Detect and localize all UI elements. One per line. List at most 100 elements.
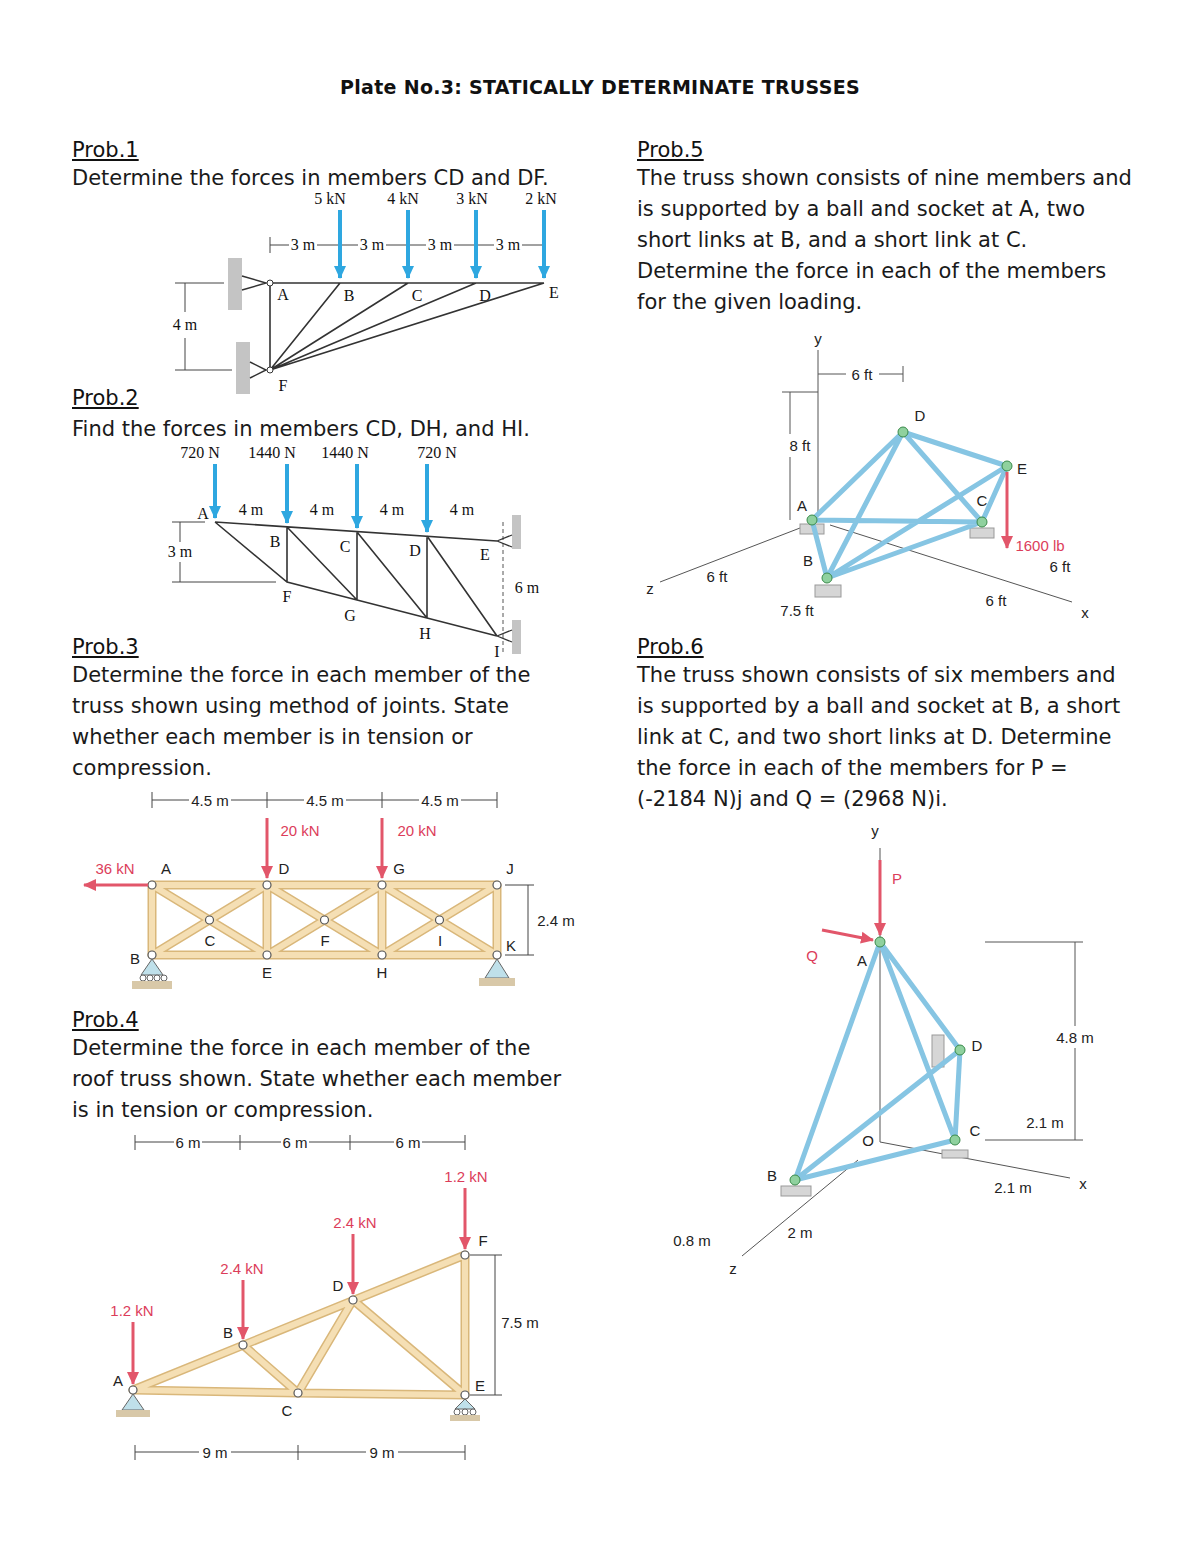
dimension-label: 6 ft	[1050, 558, 1071, 575]
joint-label: D	[479, 287, 491, 305]
load-label: 4 kN	[387, 190, 419, 208]
joint	[950, 1135, 960, 1145]
joint-label: C	[282, 1402, 293, 1419]
space-truss-5	[660, 350, 1072, 602]
wall-support	[512, 620, 521, 654]
load-arrow	[464, 1188, 467, 1249]
joint	[898, 427, 908, 437]
joint	[294, 1389, 302, 1397]
axis-label: z	[646, 580, 654, 597]
joint-label: A	[113, 1372, 123, 1389]
joint-label: D	[409, 542, 421, 560]
load-label: Q	[806, 947, 818, 964]
rollers	[140, 975, 167, 981]
load-label: 1600 lb	[1015, 537, 1064, 554]
load-label: 1.2 kN	[110, 1302, 153, 1319]
joint-label: F	[320, 932, 329, 949]
joint-label: C	[970, 1122, 981, 1139]
dimension-label: 0.8 m	[673, 1232, 711, 1249]
joint-label: E	[475, 1377, 485, 1394]
dimension-label: 3 m	[496, 236, 520, 254]
wall-support	[236, 342, 250, 394]
joint	[321, 916, 329, 924]
joint	[822, 573, 832, 583]
joint-label: D	[333, 1277, 344, 1294]
ball-socket-support	[781, 1186, 811, 1196]
axis-label: y	[814, 330, 822, 347]
joint	[977, 517, 987, 527]
truss-3	[84, 792, 534, 989]
problem-heading: Prob.1	[72, 138, 139, 162]
joint-label: E	[262, 964, 272, 981]
dimension-label: 9 m	[202, 1444, 227, 1461]
roller-support	[455, 1399, 475, 1409]
dimension-label: 6 ft	[707, 568, 728, 585]
dimension-label: 4 m	[239, 501, 263, 519]
truss-2	[172, 464, 521, 654]
load-arrow	[542, 210, 546, 278]
load-arrow	[132, 1322, 135, 1384]
problem-statement: Determine the force in each member of th…	[72, 1033, 567, 1126]
joint-label: A	[857, 952, 867, 969]
problem-statement: Determine the forces in members CD and D…	[72, 163, 567, 194]
load-label: 20 kN	[397, 822, 436, 839]
axes	[742, 848, 1070, 1256]
load-label: 2.4 kN	[333, 1214, 376, 1231]
truss-members	[152, 885, 497, 955]
joint	[129, 1386, 137, 1394]
problem-statement: Find the forces in members CD, DH, and H…	[72, 414, 567, 445]
joints	[129, 1251, 469, 1399]
joint	[461, 1391, 469, 1399]
dimension-label: 4 m	[310, 501, 334, 519]
dimension-label: 6 m	[175, 1134, 200, 1151]
beam-outline	[152, 885, 497, 955]
dimension-lines	[175, 237, 544, 370]
load-arrow	[474, 210, 478, 278]
load-arrow	[338, 210, 342, 278]
dimension-label: 4 m	[173, 316, 197, 334]
truss-members	[795, 942, 960, 1180]
joint-label: B	[223, 1324, 233, 1341]
roller	[154, 975, 160, 981]
load-label: 1440 N	[321, 444, 369, 462]
load-arrow	[406, 210, 410, 278]
problem-statement: Determine the force in each member of th…	[72, 660, 567, 784]
dimension-label: 2 m	[787, 1224, 812, 1241]
load-arrow	[879, 860, 882, 935]
problem-statement: The truss shown consists of nine members…	[637, 163, 1132, 318]
problem-statement: The truss shown consists of six members …	[637, 660, 1132, 815]
joint	[493, 951, 501, 959]
link-support	[970, 528, 994, 538]
load-label: 3 kN	[456, 190, 488, 208]
joint-label: B	[130, 950, 140, 967]
joint-label: G	[344, 607, 356, 625]
joint-label: D	[915, 407, 926, 424]
joint-label: O	[862, 1132, 874, 1149]
axis-label: z	[729, 1260, 737, 1277]
joint-label: B	[767, 1167, 777, 1184]
dimension-label: 6 ft	[852, 366, 873, 383]
joint-label: C	[977, 492, 988, 509]
load-arrow	[242, 1280, 245, 1339]
joint	[263, 951, 271, 959]
dimension-label: 2.4 m	[537, 912, 575, 929]
truss-4	[116, 1135, 502, 1460]
dimension-label: 7.5 ft	[780, 602, 813, 619]
joint-label: F	[283, 588, 292, 606]
pin-support	[122, 1394, 144, 1410]
ground	[450, 1415, 480, 1421]
load-label: 1.2 kN	[444, 1168, 487, 1185]
joint	[436, 916, 444, 924]
joint-label: H	[419, 625, 431, 643]
joint-label: B	[344, 287, 355, 305]
dimension-label: 4 m	[450, 501, 474, 519]
load-arrow	[266, 818, 269, 878]
dimension-label: 4.5 m	[191, 792, 229, 809]
load-label: 2.4 kN	[220, 1260, 263, 1277]
dimension-label: 4.5 m	[306, 792, 344, 809]
truss-members	[270, 283, 544, 370]
joint	[955, 1045, 965, 1055]
link-support	[815, 585, 841, 597]
joint	[267, 367, 273, 373]
joint-label: K	[506, 937, 516, 954]
